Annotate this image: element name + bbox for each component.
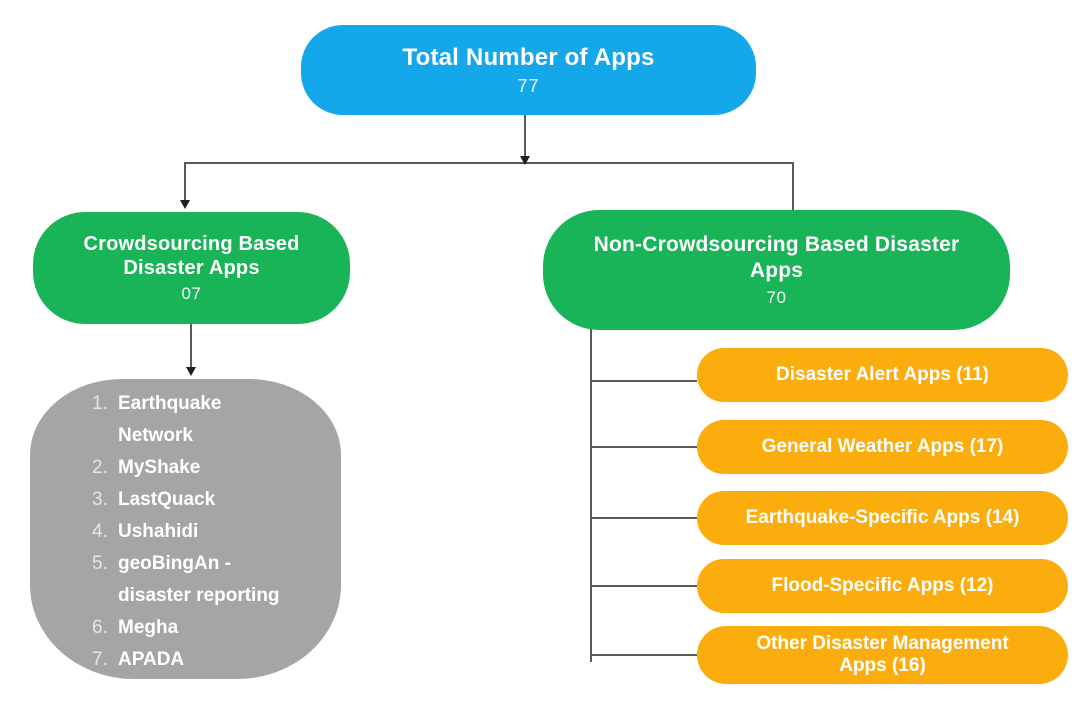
category-pill-flood-specific: Flood-Specific Apps (12) <box>697 559 1068 613</box>
node-total-apps: Total Number of Apps 77 <box>301 25 756 115</box>
crowdsourcing-app-list: Earthquake Network MyShake LastQuack Ush… <box>30 379 282 676</box>
list-item-app: Ushahidi <box>92 516 199 548</box>
node-non-crowdsourcing-label: Non-Crowdsourcing Based Disaster Apps <box>593 233 960 282</box>
connector-branch-span <box>184 162 794 164</box>
list-item-app: geoBingAn - disaster reporting <box>92 548 280 606</box>
connector-root-down <box>524 114 526 164</box>
connector-category-stub-1 <box>590 380 697 382</box>
arrowhead-root-junction <box>520 156 530 165</box>
connector-category-stub-5 <box>590 654 697 656</box>
category-pill-disaster-alert: Disaster Alert Apps (11) <box>697 348 1068 402</box>
list-item-app: Megha <box>92 612 179 644</box>
node-total-apps-label: Total Number of Apps <box>402 43 655 71</box>
connector-crowd-list-down <box>190 324 192 374</box>
node-non-crowdsourcing-count: 70 <box>766 287 787 307</box>
category-pill-earthquake-specific: Earthquake-Specific Apps (14) <box>697 491 1068 545</box>
connector-category-stub-2 <box>590 446 697 448</box>
crowdsourcing-app-list-blob: Earthquake Network MyShake LastQuack Ush… <box>30 379 341 679</box>
arrowhead-left-branch <box>180 200 190 209</box>
list-item-app: MyShake <box>92 452 201 484</box>
connector-category-trunk <box>590 328 592 662</box>
connector-category-stub-3 <box>590 517 697 519</box>
node-crowdsourcing-count: 07 <box>181 284 202 304</box>
list-item-app: APADA <box>92 644 185 676</box>
category-pill-general-weather: General Weather Apps (17) <box>697 420 1068 474</box>
connector-left-branch-down <box>184 162 186 207</box>
list-item-app: LastQuack <box>92 484 216 516</box>
node-total-apps-count: 77 <box>517 76 540 97</box>
node-crowdsourcing-label: Crowdsourcing Based Disaster Apps <box>83 232 300 279</box>
arrowhead-crowd-list <box>186 367 196 376</box>
connector-right-branch-down <box>792 162 794 212</box>
node-crowdsourcing-apps: Crowdsourcing Based Disaster Apps 07 <box>33 212 350 324</box>
list-item-app: Earthquake Network <box>92 388 222 446</box>
connector-category-stub-4 <box>590 585 697 587</box>
node-non-crowdsourcing-apps: Non-Crowdsourcing Based Disaster Apps 70 <box>543 210 1010 330</box>
category-pill-other-disaster-management: Other Disaster Management Apps (16) <box>697 626 1068 684</box>
